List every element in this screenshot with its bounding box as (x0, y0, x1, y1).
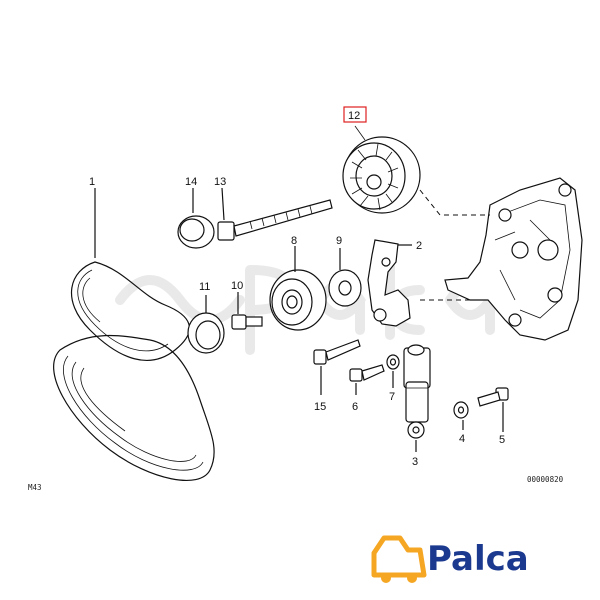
brand-name: Palca (427, 539, 529, 579)
long-bolt (217, 187, 333, 241)
label-part-9: 9 (336, 235, 342, 247)
label-part-6: 6 (352, 401, 358, 413)
pivot-bolt (313, 339, 361, 395)
damper-washer (453, 401, 469, 430)
label-part-1: 1 (89, 176, 95, 188)
label-part-13: 13 (214, 176, 226, 188)
highlight-box-12 (343, 106, 367, 123)
mounting-bracket (419, 177, 583, 341)
label-part-2: 2 (416, 240, 422, 252)
label-part-14: 14 (185, 176, 197, 188)
damper-bolt (477, 387, 509, 432)
diagram-code: M43 (28, 483, 42, 492)
label-part-3: 3 (412, 456, 418, 468)
label-part-10: 10 (231, 280, 243, 292)
label-part-7: 7 (389, 391, 395, 403)
label-part-15: 15 (314, 401, 326, 413)
label-part-12: 12 (348, 110, 360, 122)
bearing-pulley (269, 246, 327, 331)
drive-belt (53, 188, 215, 481)
palca-logo: Palca (371, 535, 529, 583)
guide-pulley (187, 295, 225, 354)
tensioner-arm (367, 239, 412, 327)
label-part-8: 8 (291, 235, 297, 247)
mounting-bolt (349, 364, 385, 395)
car-logo-icon (371, 535, 427, 583)
hydraulic-damper (403, 344, 431, 452)
tension-pulley (342, 125, 421, 214)
label-part-5: 5 (499, 434, 505, 446)
label-part-11: 11 (199, 281, 210, 293)
drawing-number: 00000820 (527, 475, 564, 484)
label-part-4: 4 (459, 433, 465, 445)
spacer-disc (328, 248, 362, 307)
pulley-cap (177, 188, 215, 249)
short-bolt (231, 292, 263, 330)
small-washer (386, 354, 400, 388)
